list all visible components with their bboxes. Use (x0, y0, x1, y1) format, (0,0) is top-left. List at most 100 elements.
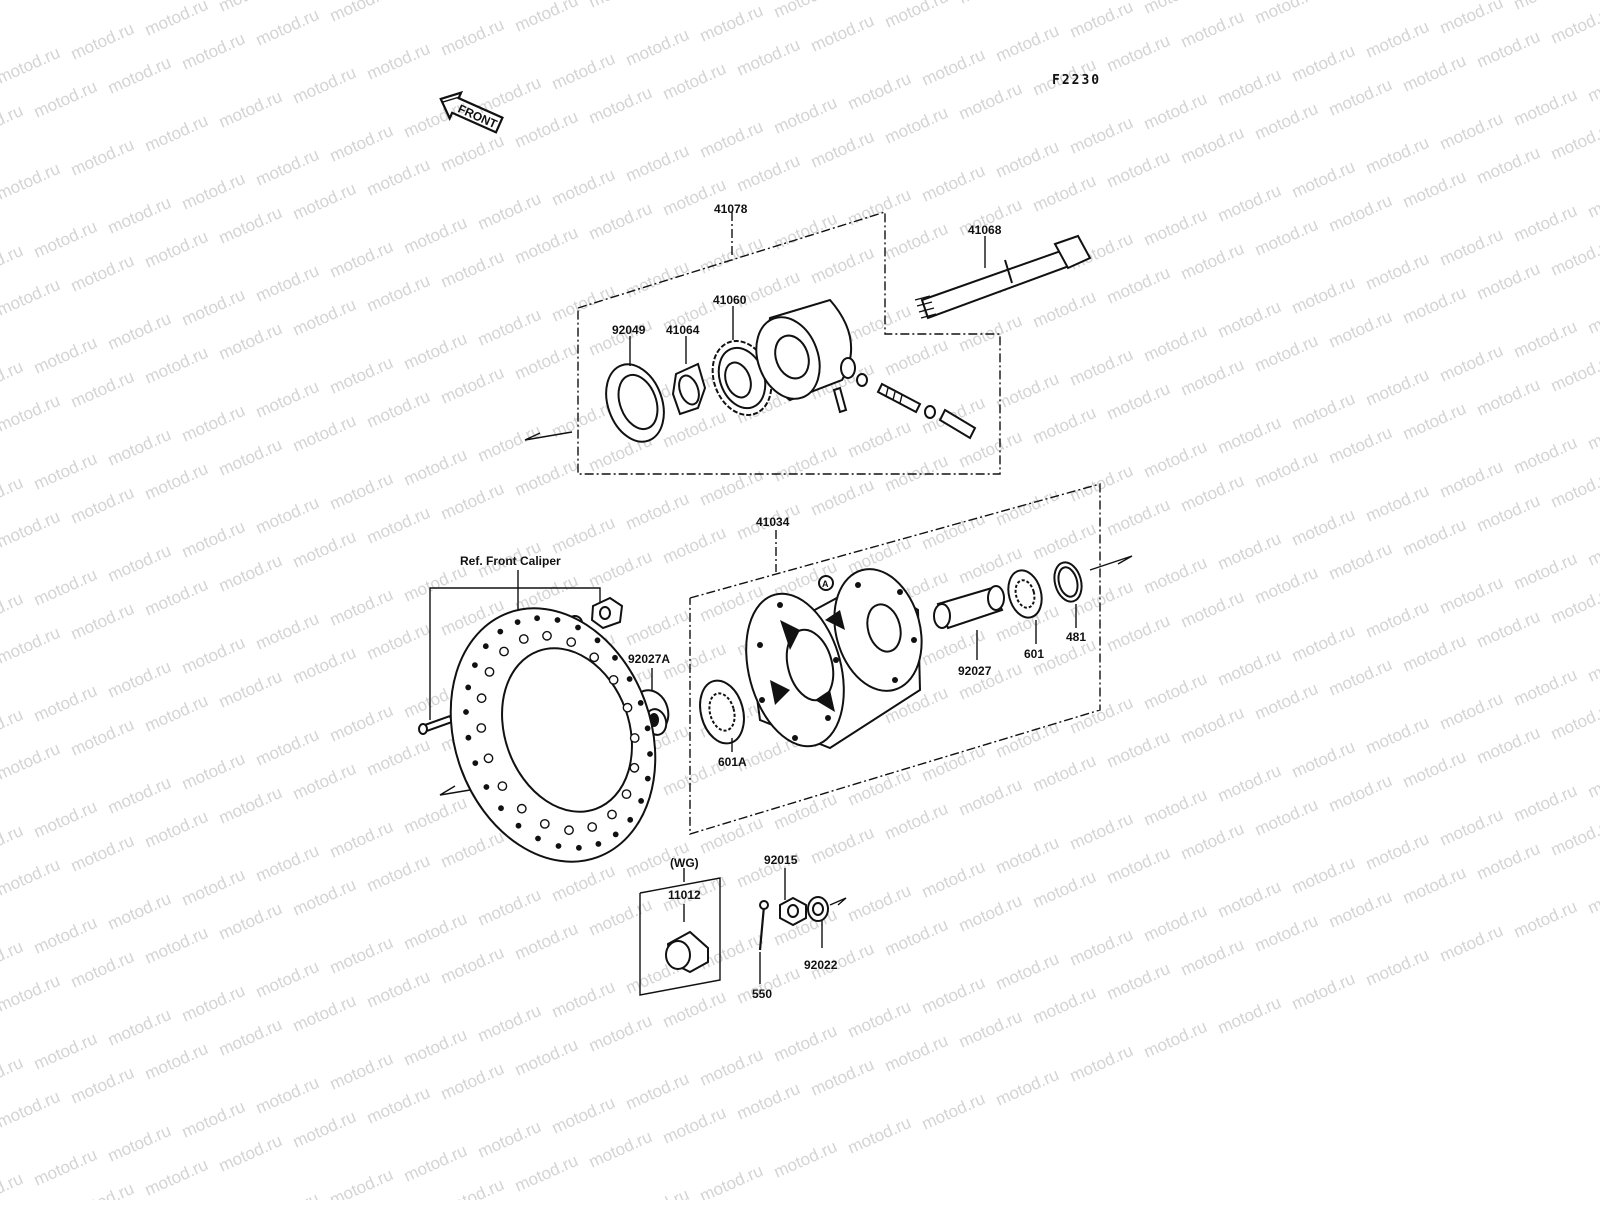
disc-hole (608, 675, 619, 685)
watermark-text: motod.ru (31, 449, 100, 494)
watermark-text: motod.ru (1400, 747, 1469, 792)
watermark-text: motod.ru (1511, 433, 1580, 478)
watermark-text: motod.ru (438, 827, 507, 872)
watermark-text: motod.ru (475, 305, 544, 350)
watermark-text: motod.ru (549, 165, 618, 210)
watermark-text: motod.ru (253, 377, 322, 422)
watermark-text: motod.ru (1289, 621, 1358, 666)
watermark-text: motod.ru (697, 1161, 766, 1200)
watermark-text: motod.ru (0, 971, 63, 1016)
watermark-text: motod.ru (1252, 215, 1321, 260)
watermark-text: motod.ru (327, 353, 396, 398)
watermark-text: motod.ru (327, 121, 396, 166)
disc-hole (514, 619, 521, 625)
watermark-text: motod.ru (327, 0, 396, 26)
watermark-text: motod.ru (68, 947, 137, 992)
watermark-text: motod.ru (1585, 293, 1600, 338)
watermark-text: motod.ru (1289, 505, 1358, 550)
watermark-text: motod.ru (882, 219, 951, 264)
watermark-text: motod.ru (364, 851, 433, 896)
watermark-text: motod.ru (1141, 1017, 1210, 1062)
watermark-text: motod.ru (475, 189, 544, 234)
watermark-text: motod.ru (0, 1169, 26, 1200)
watermark-text: motod.ru (142, 923, 211, 968)
watermark-text: motod.ru (142, 227, 211, 272)
disc-hole (594, 637, 601, 644)
watermark-text: motod.ru (253, 725, 322, 770)
watermark-text: motod.ru (734, 1079, 803, 1124)
watermark-text: motod.ru (586, 895, 655, 940)
watermark-text: motod.ru (845, 69, 914, 114)
watermark-text: motod.ru (1363, 249, 1432, 294)
watermark-text: motod.ru (1363, 365, 1432, 410)
disc-hole (637, 700, 644, 706)
watermark-text: motod.ru (845, 417, 914, 462)
watermark-text: motod.ru (31, 565, 100, 610)
watermark-text: motod.ru (1141, 669, 1210, 714)
watermark-text: motod.ru (1252, 795, 1321, 840)
disc-hole (644, 775, 651, 782)
watermark-text: motod.ru (1252, 447, 1321, 492)
watermark-text: motod.ru (1067, 461, 1136, 506)
watermark-text: motod.ru (1141, 437, 1210, 482)
watermark-text: motod.ru (253, 1189, 322, 1200)
watermark-text: motod.ru (1437, 805, 1506, 850)
watermark-text: motod.ru (216, 783, 285, 828)
watermark-text: motod.ru (697, 465, 766, 510)
watermark-text: motod.ru (1104, 263, 1173, 308)
watermark-text: motod.ru (0, 101, 26, 146)
watermark-text: motod.ru (1030, 867, 1099, 912)
watermark-text: motod.ru (401, 213, 470, 258)
watermark-text: motod.ru (1511, 549, 1580, 594)
watermark-text: motod.ru (1104, 843, 1173, 888)
watermark-text: motod.ru (327, 469, 396, 514)
watermark-text: motod.ru (68, 1179, 137, 1200)
cotter-pin-550 (758, 900, 769, 951)
bearing-601 (1007, 569, 1043, 619)
watermark-text: motod.ru (1067, 925, 1136, 970)
watermark-text: motod.ru (179, 633, 248, 678)
watermark-text: motod.ru (290, 1107, 359, 1152)
label-ref-caliper: Ref. Front Caliper (460, 554, 561, 568)
disc-hole (463, 709, 469, 715)
watermark-text: motod.ru (290, 63, 359, 108)
label-92022: 92022 (804, 958, 838, 972)
watermark-text: motod.ru (290, 643, 359, 688)
watermark-text: motod.ru (105, 425, 174, 470)
watermark-text: motod.ru (1141, 89, 1210, 134)
watermark-text: motod.ru (401, 1025, 470, 1070)
watermark-text: motod.ru (327, 933, 396, 978)
watermark-text: motod.ru (1104, 727, 1173, 772)
watermark-text: motod.ru (1215, 761, 1284, 806)
watermark-text: motod.ru (586, 1127, 655, 1172)
watermark-text: motod.ru (1326, 655, 1395, 700)
watermark-text: motod.ru (68, 135, 137, 180)
watermark-text: motod.ru (438, 247, 507, 292)
watermark-text: motod.ru (549, 281, 618, 326)
watermark-text: motod.ru (31, 913, 100, 958)
spacer-92027 (933, 585, 1005, 630)
label-41068: 41068 (968, 223, 1002, 237)
watermark-text: motod.ru (0, 43, 63, 88)
watermark-text: motod.ru (1548, 119, 1600, 164)
watermark-text: motod.ru (845, 1113, 914, 1158)
watermark-text: motod.ru (1215, 297, 1284, 342)
watermark-text: motod.ru (290, 527, 359, 572)
watermark-text: motod.ru (512, 223, 581, 268)
watermark-text: motod.ru (179, 285, 248, 330)
watermark-text: motod.ru (1067, 809, 1136, 854)
watermark-text: motod.ru (993, 949, 1062, 994)
watermark-text: motod.ru (216, 203, 285, 248)
watermark-text: motod.ru (1215, 529, 1284, 574)
watermark-text: motod.ru (1511, 0, 1580, 14)
watermark-text: motod.ru (327, 817, 396, 862)
watermark-text: motod.ru (179, 169, 248, 214)
watermark-text: motod.ru (1215, 65, 1284, 110)
watermark-text: motod.ru (253, 493, 322, 538)
watermark-text: motod.ru (142, 111, 211, 156)
disc-hole (539, 819, 550, 829)
watermark-text: motod.ru (68, 367, 137, 412)
label-92015: 92015 (764, 853, 798, 867)
watermark-text: motod.ru (31, 681, 100, 726)
disc-hole (516, 803, 527, 814)
